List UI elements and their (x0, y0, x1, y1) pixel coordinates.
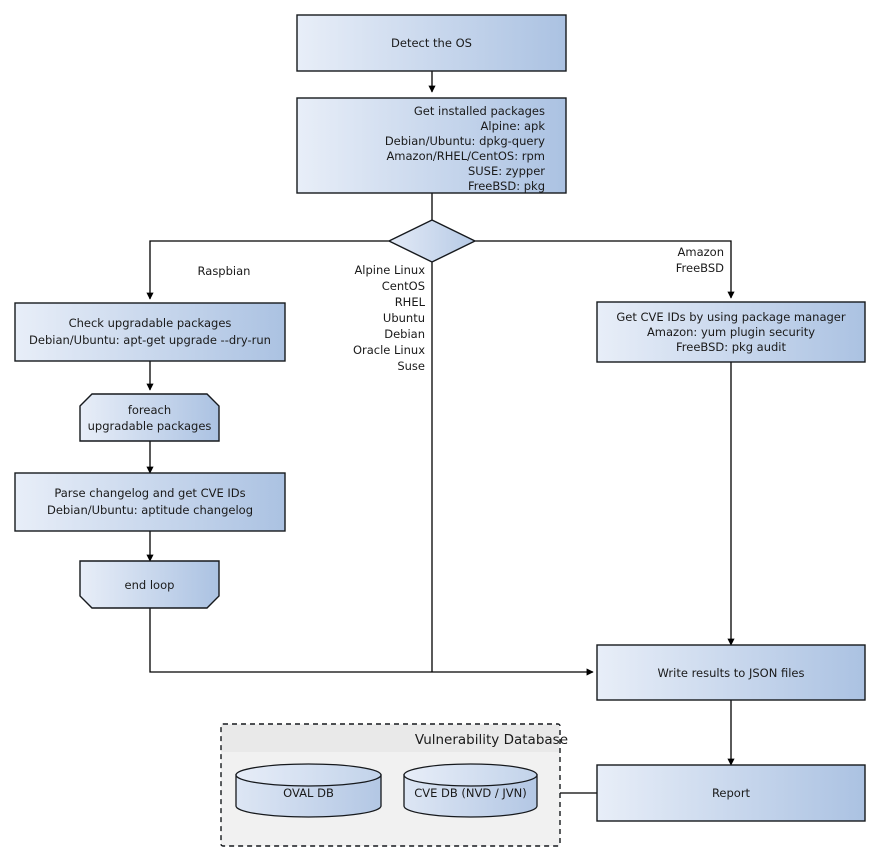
cve-db-label: CVE DB (NVD / JVN) (414, 786, 527, 800)
get-installed-packages-line-0: Get installed packages (414, 104, 545, 118)
get-installed-packages-line-4: SUSE: zypper (468, 164, 545, 178)
edge-decision-raspbian (146, 240, 389, 300)
detect-os-box (296, 14, 567, 72)
edge-label-raspbian: Raspbian (198, 264, 251, 278)
oval-db-body (235, 774, 382, 818)
middle-os-line-0: Alpine Linux (354, 263, 425, 277)
edge-label-amazon-freebsd: Amazon FreeBSD (676, 245, 724, 275)
middle-os-line-1: CentOS (382, 279, 425, 293)
get-cve-ids-box (596, 301, 866, 363)
get-installed-packages-box (296, 97, 567, 194)
foreach-loop-line-0: foreach (128, 403, 171, 417)
check-upgradable-box (14, 302, 286, 362)
oval-db-top (235, 763, 382, 787)
end-loop-label: end loop (125, 578, 175, 592)
os-decision-diamond (387, 219, 477, 263)
cve-db-body (403, 774, 538, 818)
cve-db-top (403, 763, 538, 787)
get-installed-packages-line-3: Amazon/RHEL/CentOS: rpm (386, 149, 545, 163)
node-write-results: Write results to JSON files (596, 644, 866, 701)
edge-endloop-to-write (149, 608, 594, 676)
node-check-upgradable: Check upgradable packages Debian/Ubuntu:… (14, 302, 286, 362)
get-cve-ids-line-0: Get CVE IDs by using package manager (616, 310, 846, 324)
node-parse-changelog: Parse changelog and get CVE IDs Debian/U… (14, 472, 286, 532)
parse-changelog-line-0: Parse changelog and get CVE IDs (54, 486, 245, 500)
node-report: Report (596, 764, 866, 822)
node-get-installed-packages: Get installed packages Alpine: apk Debia… (296, 97, 567, 194)
edge-label-middle-os-list: Alpine Linux CentOS RHEL Ubuntu Debian O… (353, 263, 426, 373)
oval-db-node: OVAL DB (235, 763, 382, 818)
check-upgradable-line-0: Check upgradable packages (69, 316, 232, 330)
get-installed-packages-line-5: FreeBSD: pkg (468, 179, 545, 193)
node-detect-os: Detect the OS (296, 14, 567, 72)
node-get-cve-ids: Get CVE IDs by using package manager Ama… (596, 301, 866, 363)
detect-os-label: Detect the OS (391, 36, 472, 50)
amazon-freebsd-line-0: Amazon (678, 245, 724, 259)
get-cve-ids-line-2: FreeBSD: pkg audit (676, 340, 787, 354)
edge-decision-amazon-freebsd (475, 240, 735, 299)
vulnerability-database-header (222, 725, 559, 752)
get-installed-packages-line-1: Alpine: apk (481, 119, 546, 133)
middle-os-line-2: RHEL (395, 295, 426, 309)
get-cve-ids-line-1: Amazon: yum plugin security (647, 325, 815, 339)
parse-changelog-line-1: Debian/Ubuntu: aptitude changelog (47, 503, 253, 517)
cve-db-node: CVE DB (NVD / JVN) (403, 763, 538, 818)
write-results-box (596, 644, 866, 701)
node-foreach-loop: foreach upgradable packages (79, 393, 220, 442)
foreach-loop-box (79, 393, 220, 442)
report-label: Report (712, 786, 751, 800)
end-loop-box (79, 560, 220, 609)
check-upgradable-line-1: Debian/Ubuntu: apt-get upgrade --dry-run (29, 333, 271, 347)
parse-changelog-box (14, 472, 286, 532)
middle-os-line-5: Oracle Linux (353, 343, 425, 357)
middle-os-line-6: Suse (397, 359, 425, 373)
node-os-decision (387, 219, 477, 263)
foreach-loop-line-1: upgradable packages (88, 419, 212, 433)
report-box (596, 764, 866, 822)
write-results-label: Write results to JSON files (658, 666, 805, 680)
vulnerability-database-title: Vulnerability Database (415, 732, 568, 748)
middle-os-line-4: Debian (384, 327, 425, 341)
get-installed-packages-line-2: Debian/Ubuntu: dpkg-query (385, 134, 545, 148)
oval-db-label: OVAL DB (283, 786, 334, 800)
middle-os-line-3: Ubuntu (383, 311, 425, 325)
amazon-freebsd-line-1: FreeBSD (676, 261, 724, 275)
node-end-loop: end loop (79, 560, 220, 609)
